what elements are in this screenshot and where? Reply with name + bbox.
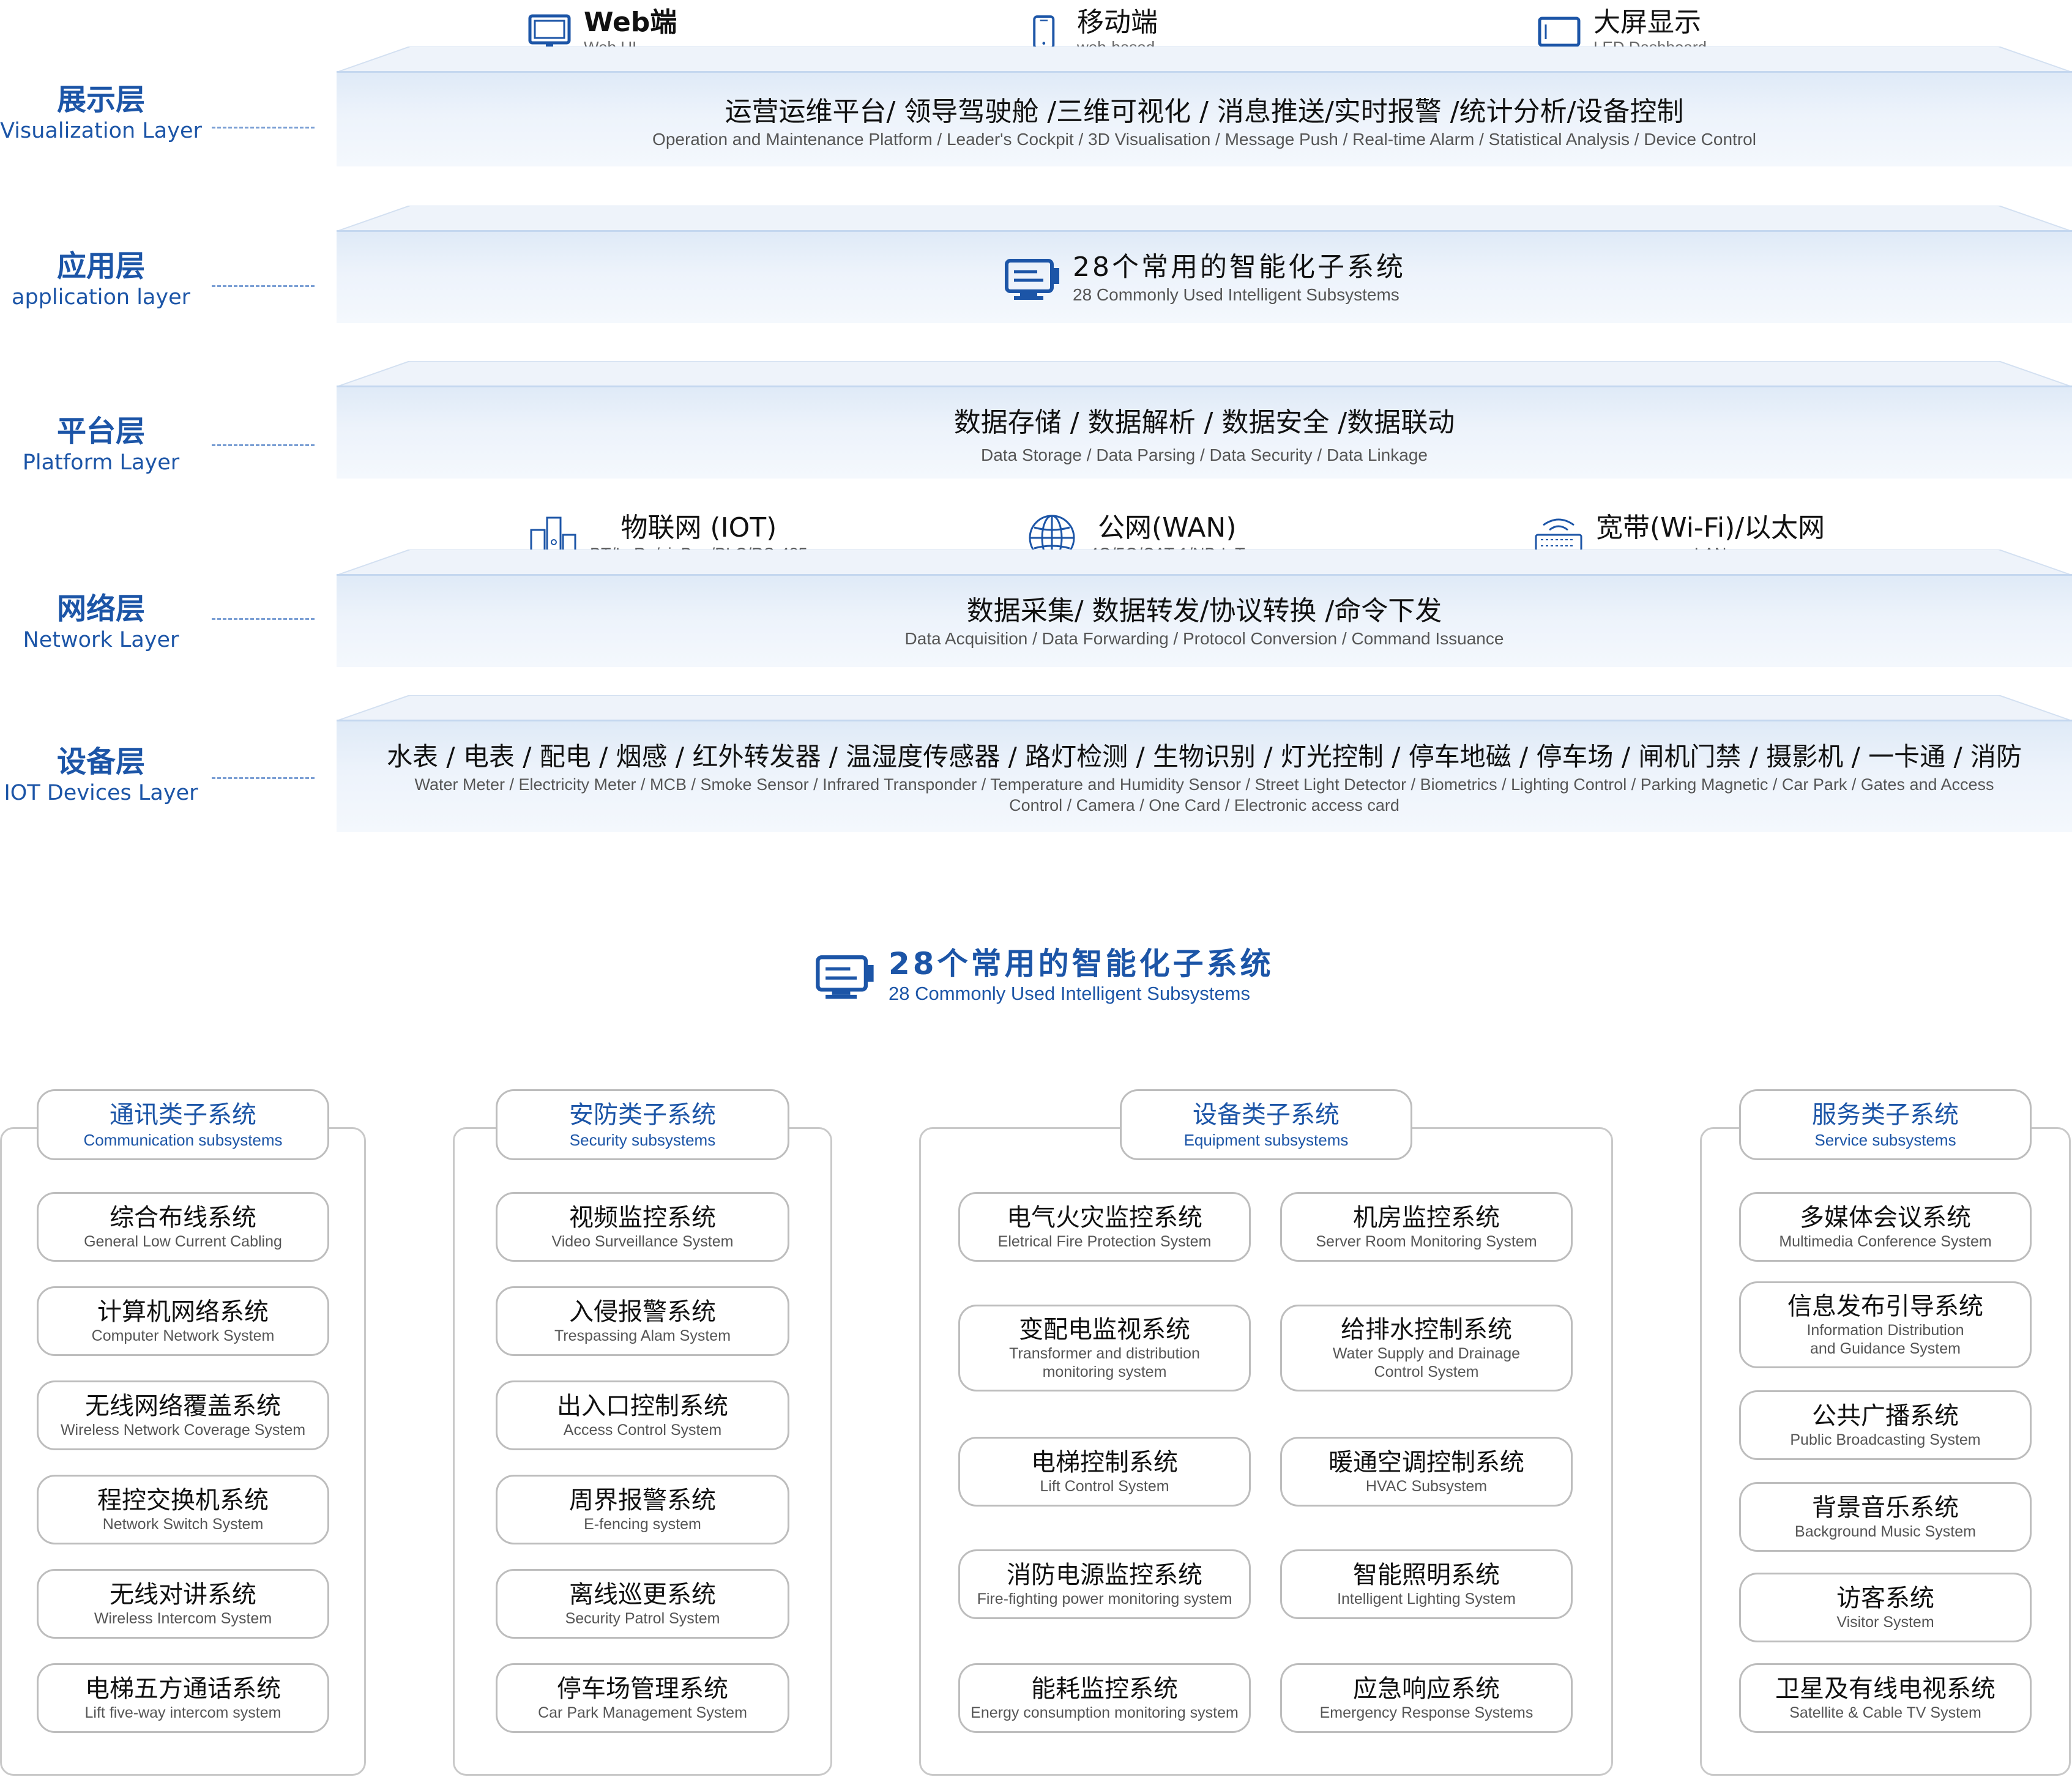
dashed-connector — [212, 444, 315, 446]
band-subtitle: 28 Commonly Used Intelligent Subsystems — [1073, 285, 1399, 304]
subsystem-item: 离线巡更系统 Security Patrol System — [496, 1569, 789, 1639]
band-title: 水表 / 电表 / 配电 / 烟感 / 红外转发器 / 温湿度传感器 / 路灯检… — [387, 742, 2022, 772]
band-subtitle-line2: Control / Camera / One Card / Electronic… — [1009, 796, 1399, 814]
subsystem-item: 变配电监视系统 Transformer and distribution mon… — [958, 1305, 1251, 1391]
subsystem-item: 出入口控制系统 Access Control System — [496, 1380, 789, 1450]
subsystem-item: 能耗监控系统 Energy consumption monitoring sys… — [958, 1663, 1251, 1733]
subsystem-item: 电梯五方通话系统 Lift five-way intercom system — [37, 1663, 329, 1733]
server-icon — [816, 955, 874, 999]
subsystems-title: 28个常用的智能化子系统 28 Commonly Used Intelligen… — [814, 945, 1274, 1005]
subsystems-title-en: 28 Commonly Used Intelligent Subsystems — [889, 983, 1250, 1004]
subsystem-item: 给排水控制系统 Water Supply and Drainage Contro… — [1280, 1305, 1573, 1391]
subsystem-item: 公共广播系统 Public Broadcasting System — [1739, 1390, 2032, 1460]
subsystem-item: 计算机网络系统 Computer Network System — [37, 1286, 329, 1356]
band-title: 28个常用的智能化子系统 — [1073, 251, 1406, 283]
subsystem-item: 机房监控系统 Server Room Monitoring System — [1280, 1192, 1573, 1262]
subsystem-item: 应急响应系统 Emergency Response Systems — [1280, 1663, 1573, 1733]
layer-label-application: 应用层 application layer — [12, 249, 190, 310]
channel-web: Web端 Web UI — [527, 7, 677, 56]
network-type-title: 宽带(Wi-Fi)/以太网 — [1596, 512, 1825, 543]
category-tag-service: 服务类子系统 Service subsystems — [1739, 1089, 2032, 1160]
subsystem-item: 电梯控制系统 Lift Control System — [958, 1437, 1251, 1507]
band-bevel — [337, 695, 2072, 721]
band-title: 数据采集/ 数据转发/协议转换 /命令下发 — [966, 595, 1442, 627]
category-tag-equipment: 设备类子系统 Equipment subsystems — [1120, 1089, 1412, 1160]
band-title: 运营运维平台/ 领导驾驶舱 /三维可视化 / 消息推送/实时报警 /统计分析/设… — [725, 96, 1684, 127]
subsystem-item: 综合布线系统 General Low Current Cabling — [37, 1192, 329, 1262]
category-tag-security: 安防类子系统 Security subsystems — [496, 1089, 789, 1160]
application-band: 28个常用的智能化子系统 28 Commonly Used Intelligen… — [337, 230, 2072, 323]
server-icon — [1005, 259, 1059, 300]
dashed-connector — [212, 777, 315, 779]
subsystem-item: 智能照明系统 Intelligent Lighting System — [1280, 1549, 1573, 1619]
subsystem-item: 暖通空调控制系统 HVAC Subsystem — [1280, 1437, 1573, 1507]
subsystem-item: 信息发布引导系统 Information Distribution and Gu… — [1739, 1281, 2032, 1368]
subsystem-item: 周界报警系统 E-fencing system — [496, 1475, 789, 1544]
subsystem-item: 无线对讲系统 Wireless Intercom System — [37, 1569, 329, 1639]
subsystem-item: 无线网络覆盖系统 Wireless Network Coverage Syste… — [37, 1380, 329, 1450]
visualization-band: 运营运维平台/ 领导驾驶舱 /三维可视化 / 消息推送/实时报警 /统计分析/设… — [337, 71, 2072, 166]
network-type-title: 公网(WAN) — [1098, 512, 1237, 543]
network-type-title: 物联网 (IOT) — [620, 512, 777, 543]
category-tag-communication: 通讯类子系统 Communication subsystems — [37, 1089, 329, 1160]
band-subtitle: Data Acquisition / Data Forwarding / Pro… — [904, 629, 1504, 648]
subsystem-item: 停车场管理系统 Car Park Management System — [496, 1663, 789, 1733]
dashed-connector — [212, 285, 315, 287]
subsystem-item: 卫星及有线电视系统 Satellite & Cable TV System — [1739, 1663, 2032, 1733]
layer-label-devices: 设备层 IOT Devices Layer — [4, 745, 198, 805]
channel-title: Web端 — [584, 7, 677, 38]
band-bevel — [337, 206, 2072, 231]
band-bevel — [337, 47, 2072, 72]
subsystems-title-zh: 28个常用的智能化子系统 — [889, 946, 1274, 982]
devices-band: 水表 / 电表 / 配电 / 烟感 / 红外转发器 / 温湿度传感器 / 路灯检… — [337, 720, 2072, 832]
screen-icon — [1538, 17, 1581, 47]
band-bevel — [337, 549, 2072, 575]
dashed-connector — [212, 127, 315, 129]
subsystem-item: 消防电源监控系统 Fire-fighting power monitoring … — [958, 1549, 1251, 1619]
layer-label-network: 网络层 Network Layer — [23, 592, 179, 652]
layer-label-platform: 平台层 Platform Layer — [22, 414, 180, 475]
subsystem-item: 电气火灾监控系统 Eletrical Fire Protection Syste… — [958, 1192, 1251, 1262]
subsystem-item: 入侵报警系统 Trespassing Alam System — [496, 1286, 789, 1356]
band-subtitle-line1: Water Meter / Electricity Meter / MCB / … — [414, 775, 1994, 794]
network-band: 数据采集/ 数据转发/协议转换 /命令下发 Data Acquisition /… — [337, 574, 2072, 667]
band-bevel — [337, 361, 2072, 387]
channel-title: 移动端 — [1077, 7, 1158, 38]
band-title: 数据存储 / 数据解析 / 数据安全 /数据联动 — [953, 407, 1455, 438]
network-type-lan: 宽带(Wi-Fi)/以太网 LAN — [1532, 512, 1825, 564]
dashed-connector — [212, 618, 315, 620]
band-subtitle: Data Storage / Data Parsing / Data Secur… — [981, 445, 1428, 464]
platform-band: 数据存储 / 数据解析 / 数据安全 /数据联动 Data Storage / … — [337, 386, 2072, 479]
band-subtitle: Operation and Maintenance Platform / Lea… — [652, 130, 1756, 149]
layer-label-visualization: 展示层 Visualization Layer — [0, 83, 202, 143]
subsystem-item: 访客系统 Visitor System — [1739, 1573, 2032, 1642]
subsystem-item: 多媒体会议系统 Multimedia Conference System — [1739, 1192, 2032, 1262]
channel-title: 大屏显示 — [1593, 7, 1701, 38]
subsystem-item: 程控交换机系统 Network Switch System — [37, 1475, 329, 1544]
subsystem-item: 视频监控系统 Video Surveillance System — [496, 1192, 789, 1262]
subsystem-item: 背景音乐系统 Background Music System — [1739, 1482, 2032, 1552]
